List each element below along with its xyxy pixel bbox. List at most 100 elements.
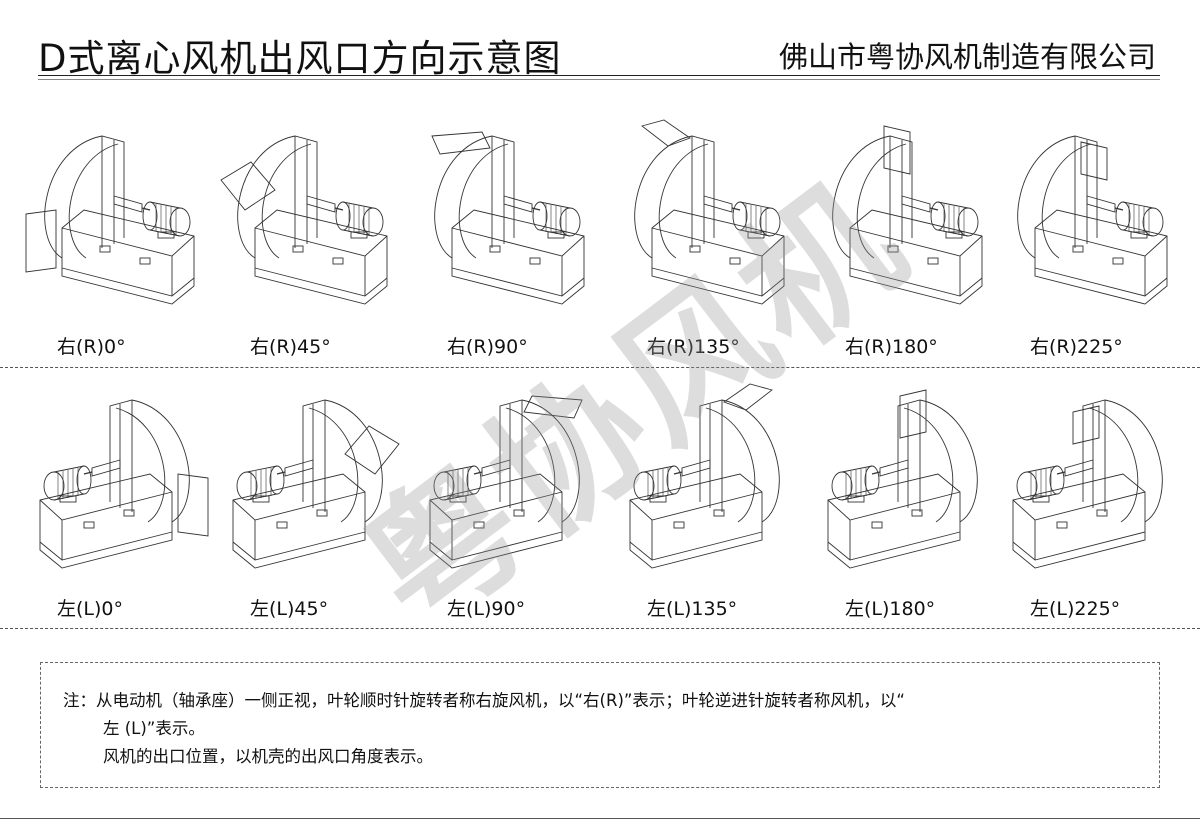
fan-base-skid — [1012, 532, 1146, 569]
bearing-housing — [113, 195, 143, 213]
fan-base — [232, 473, 366, 561]
base-slot — [911, 509, 923, 517]
motor-foot — [350, 231, 368, 239]
motor-front — [142, 201, 158, 231]
motor-front — [466, 465, 482, 495]
shaft — [473, 471, 483, 475]
motor-body — [443, 465, 475, 501]
left-figure-0 — [22, 382, 212, 582]
fan-base — [827, 473, 961, 561]
base-slot — [276, 521, 288, 529]
volute-casing — [1017, 135, 1098, 259]
base-slot — [729, 257, 741, 265]
shaft — [731, 207, 741, 211]
base-slot — [139, 257, 151, 265]
motor-front — [732, 201, 748, 231]
shaft — [141, 207, 151, 211]
fan-drawing — [827, 389, 978, 569]
motor-foot — [547, 231, 565, 239]
outlet-flange — [523, 395, 583, 419]
fan-base-skid — [1034, 268, 1168, 305]
bearing-housing — [284, 459, 314, 477]
base-slot — [887, 245, 899, 253]
volute-inner — [115, 407, 166, 523]
outlet-flange — [899, 389, 927, 439]
fan-drawing — [1017, 135, 1168, 305]
motor-body — [841, 465, 873, 501]
fan-base — [254, 209, 388, 297]
right-label-135: 右(R)135° — [647, 336, 740, 358]
bottom-rule — [0, 818, 1200, 819]
volute-casing — [699, 399, 780, 523]
volute-inner — [308, 407, 359, 523]
outlet-flange — [1072, 405, 1100, 445]
motor-front — [76, 465, 92, 495]
motor-front — [335, 201, 351, 231]
volute-inner — [856, 143, 907, 259]
bearing-housing — [901, 195, 931, 213]
outlet-flange — [177, 473, 209, 537]
motor-foot — [945, 231, 963, 239]
volute-inner — [705, 407, 756, 523]
page-title: D式离心风机出风口方向示意图 — [38, 37, 562, 80]
volute-casing — [499, 399, 580, 523]
fan-base-skid — [429, 532, 563, 569]
left-figure-135 — [612, 382, 802, 582]
fan-base — [629, 473, 763, 561]
volute-inner — [505, 407, 556, 523]
fan-base — [39, 473, 173, 561]
motor-foot — [1130, 231, 1148, 239]
outlet-flange — [431, 131, 491, 155]
fan-drawing — [232, 399, 400, 569]
volute-casing — [1082, 399, 1163, 523]
outlet-flange — [1080, 141, 1108, 181]
fan-base-skid — [849, 268, 983, 305]
motor-foot — [449, 495, 467, 503]
fan-base-skid — [254, 268, 388, 305]
outlet-flange — [220, 161, 276, 211]
base-slot — [1112, 257, 1124, 265]
volute-casing — [897, 399, 978, 523]
volute-casing — [237, 135, 318, 259]
base-slot — [473, 521, 485, 529]
motor-foot — [59, 495, 77, 503]
fan-base — [61, 209, 195, 297]
fan-drawing — [429, 395, 583, 569]
right-figure-90 — [412, 118, 602, 318]
fan-base-skid — [451, 268, 585, 305]
motor-body — [53, 465, 85, 501]
outlet-flange — [883, 125, 911, 175]
motor-body — [1122, 201, 1154, 237]
right-label-225: 右(R)225° — [1030, 336, 1123, 358]
motor-body — [937, 201, 969, 237]
bearing-housing — [1086, 195, 1116, 213]
motor-foot — [1032, 495, 1050, 503]
motor-body — [149, 201, 181, 237]
motor-body — [246, 465, 278, 501]
fan-base — [849, 209, 983, 297]
right-figure-45 — [215, 118, 405, 318]
left-label-225: 左(L)225° — [1030, 598, 1121, 620]
outlet-flange — [641, 119, 691, 147]
left-label-135: 左(L)135° — [647, 598, 738, 620]
fan-base-skid — [651, 268, 785, 305]
volute-casing — [634, 135, 715, 259]
shaft — [871, 471, 881, 475]
volute-inner — [261, 143, 312, 259]
base-slot — [871, 521, 883, 529]
fan-base — [451, 209, 585, 297]
header-rule — [38, 75, 1160, 76]
base-slot — [529, 257, 541, 265]
left-label-0: 左(L)0° — [57, 598, 123, 620]
volute-inner — [68, 143, 119, 259]
fan-drawing — [431, 131, 585, 305]
volute-casing — [109, 399, 190, 523]
left-figure-180 — [810, 382, 1000, 582]
bearing-housing — [481, 459, 511, 477]
shaft — [83, 471, 93, 475]
right-figure-0 — [22, 118, 212, 318]
motor-front — [1115, 201, 1131, 231]
bearing-housing — [879, 459, 909, 477]
shaft — [531, 207, 541, 211]
motor-front — [1049, 465, 1065, 495]
